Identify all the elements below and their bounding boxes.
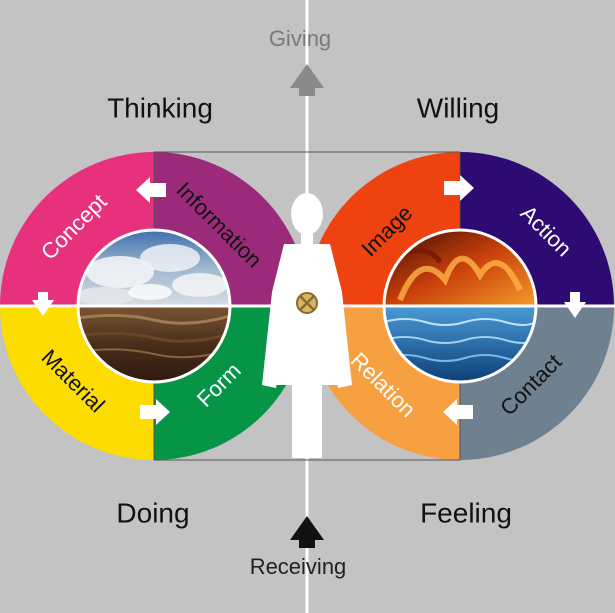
axis-giving-label: Giving (269, 26, 331, 51)
axis-receiving-label: Receiving (250, 554, 347, 579)
arrow-right-icon (140, 399, 170, 425)
quadrant-doing: Doing (116, 497, 189, 528)
receiving-arrow-icon (290, 516, 324, 548)
arrow-left-icon (136, 177, 166, 203)
quadrant-willing: Willing (417, 92, 499, 123)
giving-arrow-icon (290, 64, 324, 96)
arrow-left-icon (443, 399, 473, 425)
crossed-circle-icon (296, 292, 318, 314)
quadrant-feeling: Feeling (420, 497, 512, 528)
arrow-down-icon (564, 292, 586, 318)
human-figure (262, 193, 352, 458)
arrow-right-icon (444, 175, 474, 201)
arrow-down-icon (32, 292, 54, 316)
quadrant-thinking: Thinking (107, 92, 213, 123)
